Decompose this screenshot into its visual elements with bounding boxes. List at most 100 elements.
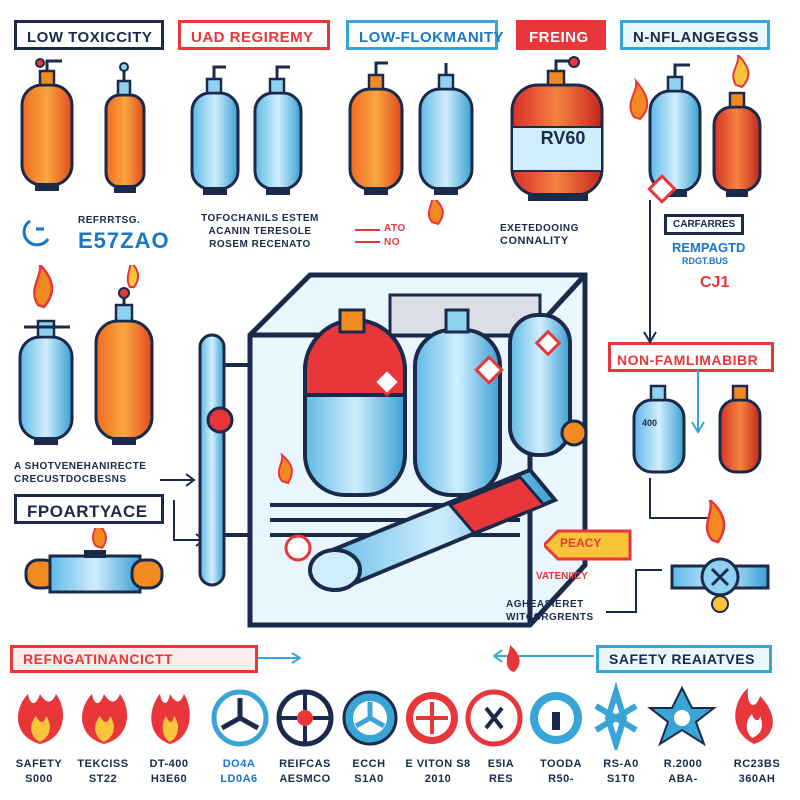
left-mid-caption-line2: CRECUSTDOCBESNS bbox=[14, 474, 127, 485]
left-mid-caption: A SHOTVENEHANIRECTE CRECUSTDOCBESNS bbox=[14, 460, 146, 486]
hazard-circle-icon bbox=[206, 406, 234, 434]
center-caption: TOFOCHANILS ESTEM ACANIN TERESOLE ROSEM … bbox=[185, 212, 335, 251]
flame-icon bbox=[629, 77, 649, 121]
refrigeration-banner: REFNGATINANCICTT bbox=[10, 645, 258, 673]
bottom-label-11: R.2000 ABA- bbox=[663, 758, 703, 785]
header-tag-low-toxicity: LOW TOXICCITY bbox=[14, 20, 164, 50]
left-mid-cylinders bbox=[18, 265, 154, 445]
bottom-label-4: DO4A LD0A6 bbox=[220, 758, 258, 785]
cooling-caption-line1: EXETEDOOING bbox=[500, 223, 579, 234]
cylinder-blue-left bbox=[18, 319, 74, 445]
bottom-icon-row bbox=[18, 681, 773, 750]
agh-caption: AGHEASIERET WITCCRGRENTS bbox=[506, 598, 594, 624]
fan-icon bbox=[342, 690, 398, 746]
central-refrigeration-unit bbox=[198, 272, 588, 628]
center-caption-line2: ACANIN TERESOLE bbox=[208, 226, 312, 237]
fporty-tag: FPOARTYACE bbox=[14, 494, 164, 524]
cylinder-blue-3 bbox=[418, 63, 474, 195]
flame-icon bbox=[18, 694, 64, 744]
tank-blue-back-right bbox=[508, 313, 572, 457]
right-mark: CJ1 bbox=[700, 274, 730, 291]
cylinder-red-small bbox=[718, 384, 762, 474]
bottom-label-5: REIFCAS AESMCO bbox=[279, 758, 331, 785]
flow-connector bbox=[649, 478, 710, 519]
bottom-label-1: SAFETY S000 bbox=[15, 758, 63, 785]
header-tag-low-flammability: LOW-FLOKMANITY bbox=[346, 20, 504, 50]
tank-rv60 bbox=[510, 56, 604, 201]
header-tag-regirement: UAD REGIREMY bbox=[178, 20, 330, 50]
red-marker-1: ATO bbox=[384, 223, 406, 234]
left-caption-line2: E57ZAO bbox=[78, 228, 170, 253]
header-tag-nonflanges: N-NFLANGEGSS bbox=[620, 20, 770, 50]
hazard-diamond-icon bbox=[372, 367, 402, 397]
flame-icon bbox=[735, 688, 773, 744]
right-caption-line3: RDGT.BUS bbox=[682, 256, 729, 266]
cylinder-red-right bbox=[712, 91, 762, 197]
arrow-right-icon bbox=[258, 652, 302, 664]
refrigeration-icon bbox=[20, 213, 54, 247]
cylinder-blue-small bbox=[632, 384, 686, 474]
gauge-icon bbox=[560, 419, 588, 447]
bottom-label-8: E5IA RES bbox=[487, 758, 515, 785]
hazard-diamond-icon bbox=[474, 355, 504, 385]
cooling-caption: EXETEDOOING CONNALITY bbox=[500, 222, 579, 248]
flame-icon bbox=[506, 645, 520, 672]
valve-assembly-left bbox=[24, 528, 164, 594]
agh-caption-line2: WITCCRGRENTS bbox=[506, 612, 594, 623]
hazard-icon bbox=[465, 689, 523, 747]
flame-icon bbox=[732, 55, 750, 89]
agh-caption-line1: AGHEASIERET bbox=[506, 599, 584, 610]
bottom-label-10: RS-A0 S1T0 bbox=[603, 758, 639, 785]
left-mid-caption-line1: A SHOTVENEHANIRECTE bbox=[14, 461, 147, 472]
red-marker-2: NO bbox=[384, 237, 400, 248]
non-flammable-tag: NON-FAMLIMABIBR bbox=[608, 342, 774, 372]
lock-icon bbox=[530, 692, 582, 744]
cooling-caption-line2: CONNALITY bbox=[500, 235, 569, 247]
bottom-label-7: E VITON S8 2010 bbox=[405, 758, 471, 785]
cylinder-orange-1 bbox=[20, 58, 74, 191]
vatenicy-label: VATENIICY bbox=[536, 571, 588, 582]
center-caption-line3: ROSEM RECENATO bbox=[209, 239, 311, 250]
cylinder-blue-flame bbox=[648, 63, 702, 197]
bottom-label-6: ECCH S1A0 bbox=[352, 758, 386, 785]
right-mid-cylinders bbox=[632, 370, 762, 474]
red-markers bbox=[355, 200, 444, 243]
hazard-diamond-icon bbox=[647, 174, 677, 204]
cylinder-blue-1 bbox=[190, 65, 240, 195]
tank-horizontal bbox=[308, 467, 559, 592]
tank-rv60-label: RV60 bbox=[540, 128, 586, 148]
arrow-down-icon bbox=[643, 200, 657, 344]
fan-icon bbox=[211, 689, 269, 747]
peacy-label: PEACY bbox=[560, 536, 602, 550]
hazard-circle-icon bbox=[284, 534, 312, 562]
header-tag-freing: FREING bbox=[516, 20, 606, 50]
cylinder-orange-2 bbox=[104, 62, 146, 193]
connector-line bbox=[606, 569, 662, 613]
star-badge-icon bbox=[647, 685, 717, 747]
snowflake-icon bbox=[594, 681, 638, 750]
arrow-right-icon bbox=[160, 473, 196, 487]
cylinder-orange-left bbox=[94, 287, 154, 445]
peacy-tag-shape bbox=[544, 529, 632, 561]
fan-icon bbox=[276, 689, 334, 747]
left-caption-line1: REFRRTSG. bbox=[78, 215, 141, 226]
tank-red-main bbox=[303, 308, 407, 497]
cylinder-orange-3 bbox=[348, 61, 404, 195]
tank-small-label: 400 bbox=[642, 418, 658, 428]
right-caption-line2: REMPAGTD bbox=[672, 240, 746, 255]
flame-icon bbox=[151, 694, 190, 744]
bottom-label-3: DT-400 H3E60 bbox=[149, 758, 189, 785]
flame-icon bbox=[82, 694, 128, 744]
valve-right bbox=[670, 500, 770, 613]
bottom-label-2: TEKCISS ST22 bbox=[77, 758, 129, 785]
flame-icon bbox=[277, 452, 293, 485]
fan-icon bbox=[406, 692, 458, 744]
center-caption-line1: TOFOCHANILS ESTEM bbox=[201, 213, 319, 224]
vertical-pipe bbox=[198, 333, 250, 587]
safety-banner: SAFETY REAIATVES bbox=[596, 645, 772, 673]
right-caption-box: CARFARRES bbox=[664, 214, 745, 235]
tank-blue-center bbox=[413, 308, 502, 497]
hazard-diamond-icon bbox=[534, 329, 562, 357]
bottom-label-9: TOODA R50- bbox=[539, 758, 583, 785]
bottom-label-12: RC23BS 360AH bbox=[733, 758, 781, 785]
